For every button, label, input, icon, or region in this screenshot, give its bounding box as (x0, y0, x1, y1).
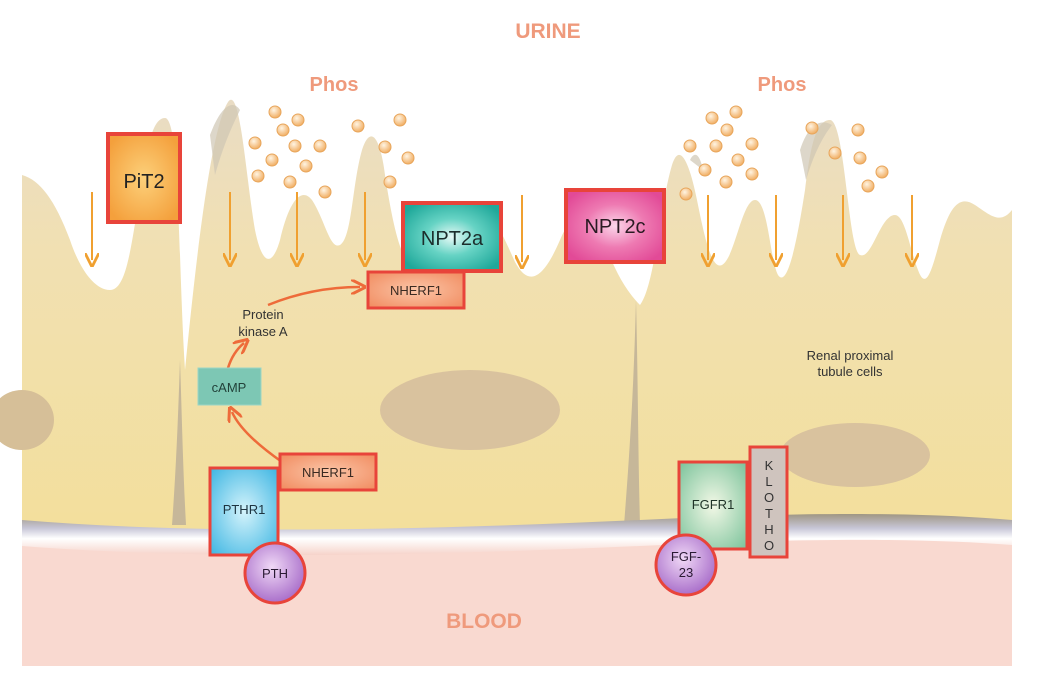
fgfr1-label: FGFR1 (692, 497, 735, 512)
camp-to-pka-arrow (226, 343, 244, 369)
phos-particle (393, 113, 407, 127)
phos-particle (851, 123, 865, 137)
phos-particle (313, 139, 327, 153)
cell-boundary-left (172, 360, 186, 525)
klotho-letter: T (765, 506, 773, 521)
nucleus-center (380, 370, 560, 450)
npt2a-label: NPT2a (421, 228, 484, 250)
nherf1-bottom-label: NHERF1 (302, 465, 354, 480)
phos-particles-right (679, 105, 889, 201)
phos-particle (268, 105, 282, 119)
phos-particle (378, 140, 392, 154)
blood-label: BLOOD (446, 610, 522, 633)
nherf1-top-box (366, 270, 466, 310)
phos-particle (318, 185, 332, 199)
phos-particle (265, 153, 279, 167)
nucleus-left (0, 390, 54, 450)
phos-particle (683, 139, 697, 153)
phos-particle (283, 175, 297, 189)
phos-particle (351, 119, 365, 133)
klotho-letter: H (764, 522, 773, 537)
phos-particle (288, 139, 302, 153)
phos-particle (251, 169, 265, 183)
phos-particle (698, 163, 712, 177)
phos-particle (745, 137, 759, 151)
camp-box (197, 367, 262, 406)
pka-to-nherf1-arrow (267, 287, 360, 307)
phos-particle (709, 139, 723, 153)
phos-particle (745, 167, 759, 181)
phos-particle (729, 105, 743, 119)
klotho-letters: K L O T H O (764, 458, 774, 553)
nherf1-to-camp-arrow (232, 412, 283, 464)
phos-particle (719, 175, 733, 189)
nherf1-bottom-box (278, 452, 378, 492)
pit2-transporter (106, 132, 182, 224)
phos-particles-left (248, 105, 415, 199)
phos-particle (679, 187, 693, 201)
phos-particle (248, 136, 262, 150)
cell-layer (22, 99, 1012, 530)
klotho-coreceptor (748, 445, 789, 559)
nucleus-right (780, 423, 930, 487)
npt2c-label: NPT2c (584, 216, 645, 238)
pth-label: PTH (262, 566, 288, 581)
phos-particle (401, 151, 415, 165)
phosphate-uptake-arrows (92, 192, 912, 262)
pka-label-line2: kinase A (238, 324, 287, 339)
phos-particle (731, 153, 745, 167)
phos-particle (299, 159, 313, 173)
klotho-letter: O (764, 490, 774, 505)
phos-label-right: Phos (758, 74, 807, 96)
phos-particle (383, 175, 397, 189)
klotho-letter: L (765, 474, 772, 489)
klotho-letter: O (764, 538, 774, 553)
nherf1-top-label: NHERF1 (390, 283, 442, 298)
camp-label: cAMP (212, 380, 247, 395)
phos-particle (875, 165, 889, 179)
pth-hormone (243, 541, 307, 605)
phos-label-left: Phos (310, 74, 359, 96)
phos-particle (861, 179, 875, 193)
pit2-label: PiT2 (123, 171, 164, 193)
phos-particle (291, 113, 305, 127)
pthr1-label: PTHR1 (223, 502, 266, 517)
urine-label: URINE (515, 20, 580, 43)
cell-boundary-right (624, 300, 640, 525)
phos-particle (828, 146, 842, 160)
cells-label-line1: Renal proximal (807, 348, 894, 363)
phos-particle (705, 111, 719, 125)
fgf23-label-line1: FGF- (671, 549, 701, 564)
klotho-letter: K (765, 458, 774, 473)
phos-particle (276, 123, 290, 137)
phos-particle (805, 121, 819, 135)
phos-particle (853, 151, 867, 165)
phos-particle (720, 123, 734, 137)
fgf23-label-line2: 23 (679, 565, 693, 580)
pthr1-receptor (208, 466, 280, 557)
pka-label-line1: Protein (242, 307, 283, 322)
npt2c-transporter (564, 188, 666, 264)
fgf23-hormone (654, 533, 718, 597)
cells-label-line2: tubule cells (817, 364, 883, 379)
